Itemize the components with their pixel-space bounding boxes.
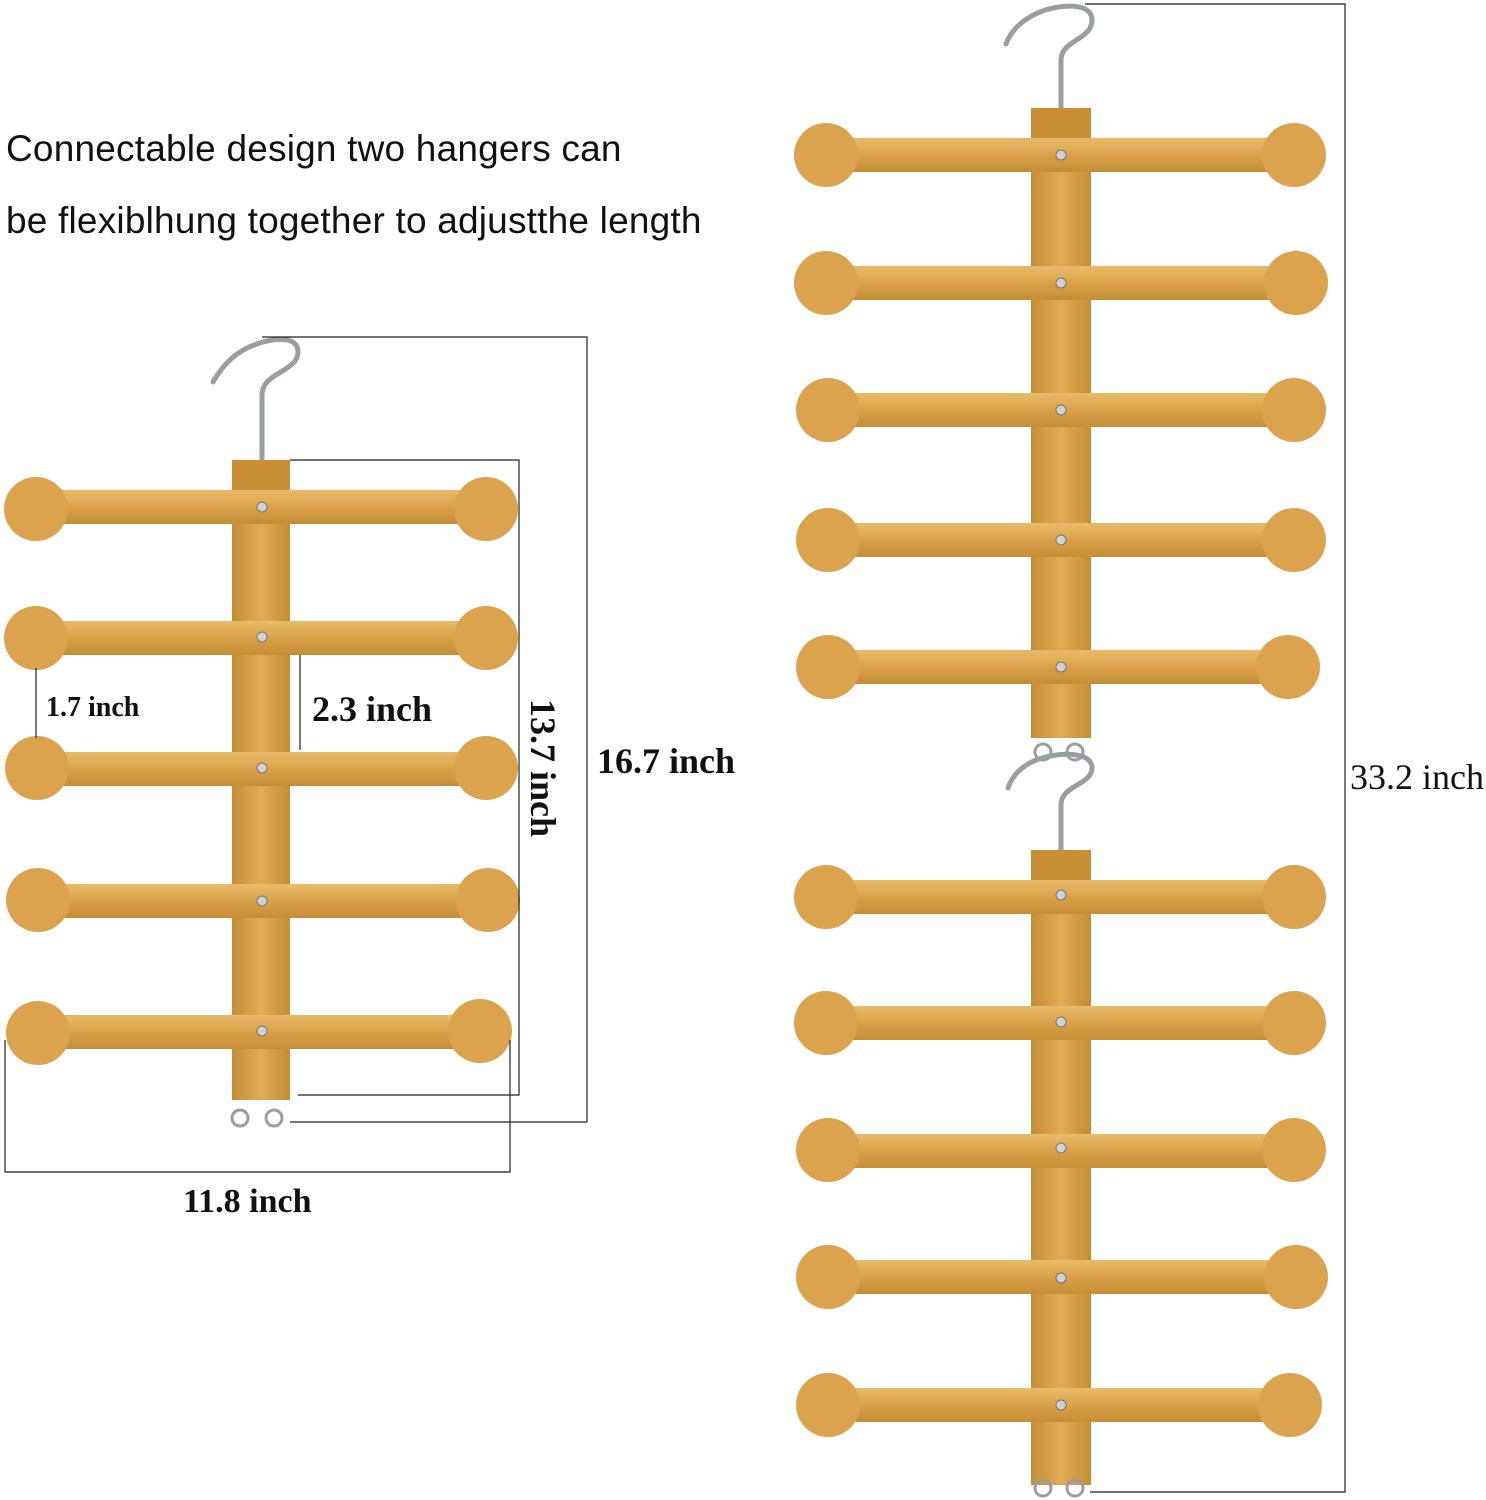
bar-height-line: [290, 459, 520, 1096]
headline-line-1: Connectable design two hangers can: [6, 128, 622, 169]
hanger-rung: [796, 378, 1326, 442]
connector-ring: [1065, 1478, 1085, 1498]
connector-ring: [1033, 1478, 1053, 1498]
hanger-rung: [794, 251, 1328, 315]
connected-hangers: [794, 3, 1328, 1498]
bar-height-label: 13.7 inch: [523, 698, 563, 838]
hanger-rung: [6, 999, 512, 1065]
small-hanger: [4, 337, 520, 1128]
hanger-rung: [796, 1373, 1322, 1437]
connector-ring: [230, 1108, 250, 1128]
headline-line-2: be flexiblhung together to adjustthe len…: [6, 200, 702, 241]
hanger-rung: [794, 865, 1326, 929]
dimension-lines: [4, 336, 588, 1173]
hanger-rung: [4, 477, 518, 541]
hanger-rung: [6, 868, 520, 932]
width-line: [4, 1040, 511, 1173]
total-height-line: [262, 336, 588, 1123]
hanger-rung: [794, 991, 1326, 1055]
rung-gap-label: 1.7 inch: [46, 692, 140, 723]
hanger-rung: [796, 1118, 1326, 1182]
hanger-rung: [796, 508, 1326, 572]
width-label: 11.8 inch: [183, 1183, 312, 1220]
hanger-rung: [796, 1245, 1328, 1309]
hanger-rung: [794, 123, 1326, 187]
total-height-label: 16.7 inch: [597, 741, 736, 781]
connected-height-line: [1085, 3, 1346, 1493]
hanger-hook: [1003, 3, 1095, 113]
hanger-rung: [4, 606, 518, 670]
hanger-hook: [1005, 751, 1095, 855]
arm-length-label: 2.3 inch: [312, 689, 433, 729]
connected-height-label: 33.2 inch: [1350, 757, 1484, 797]
hanger-rung: [5, 736, 518, 800]
hanger-hook: [210, 337, 301, 465]
connector-ring: [264, 1108, 284, 1128]
hanger-rung: [796, 635, 1320, 699]
